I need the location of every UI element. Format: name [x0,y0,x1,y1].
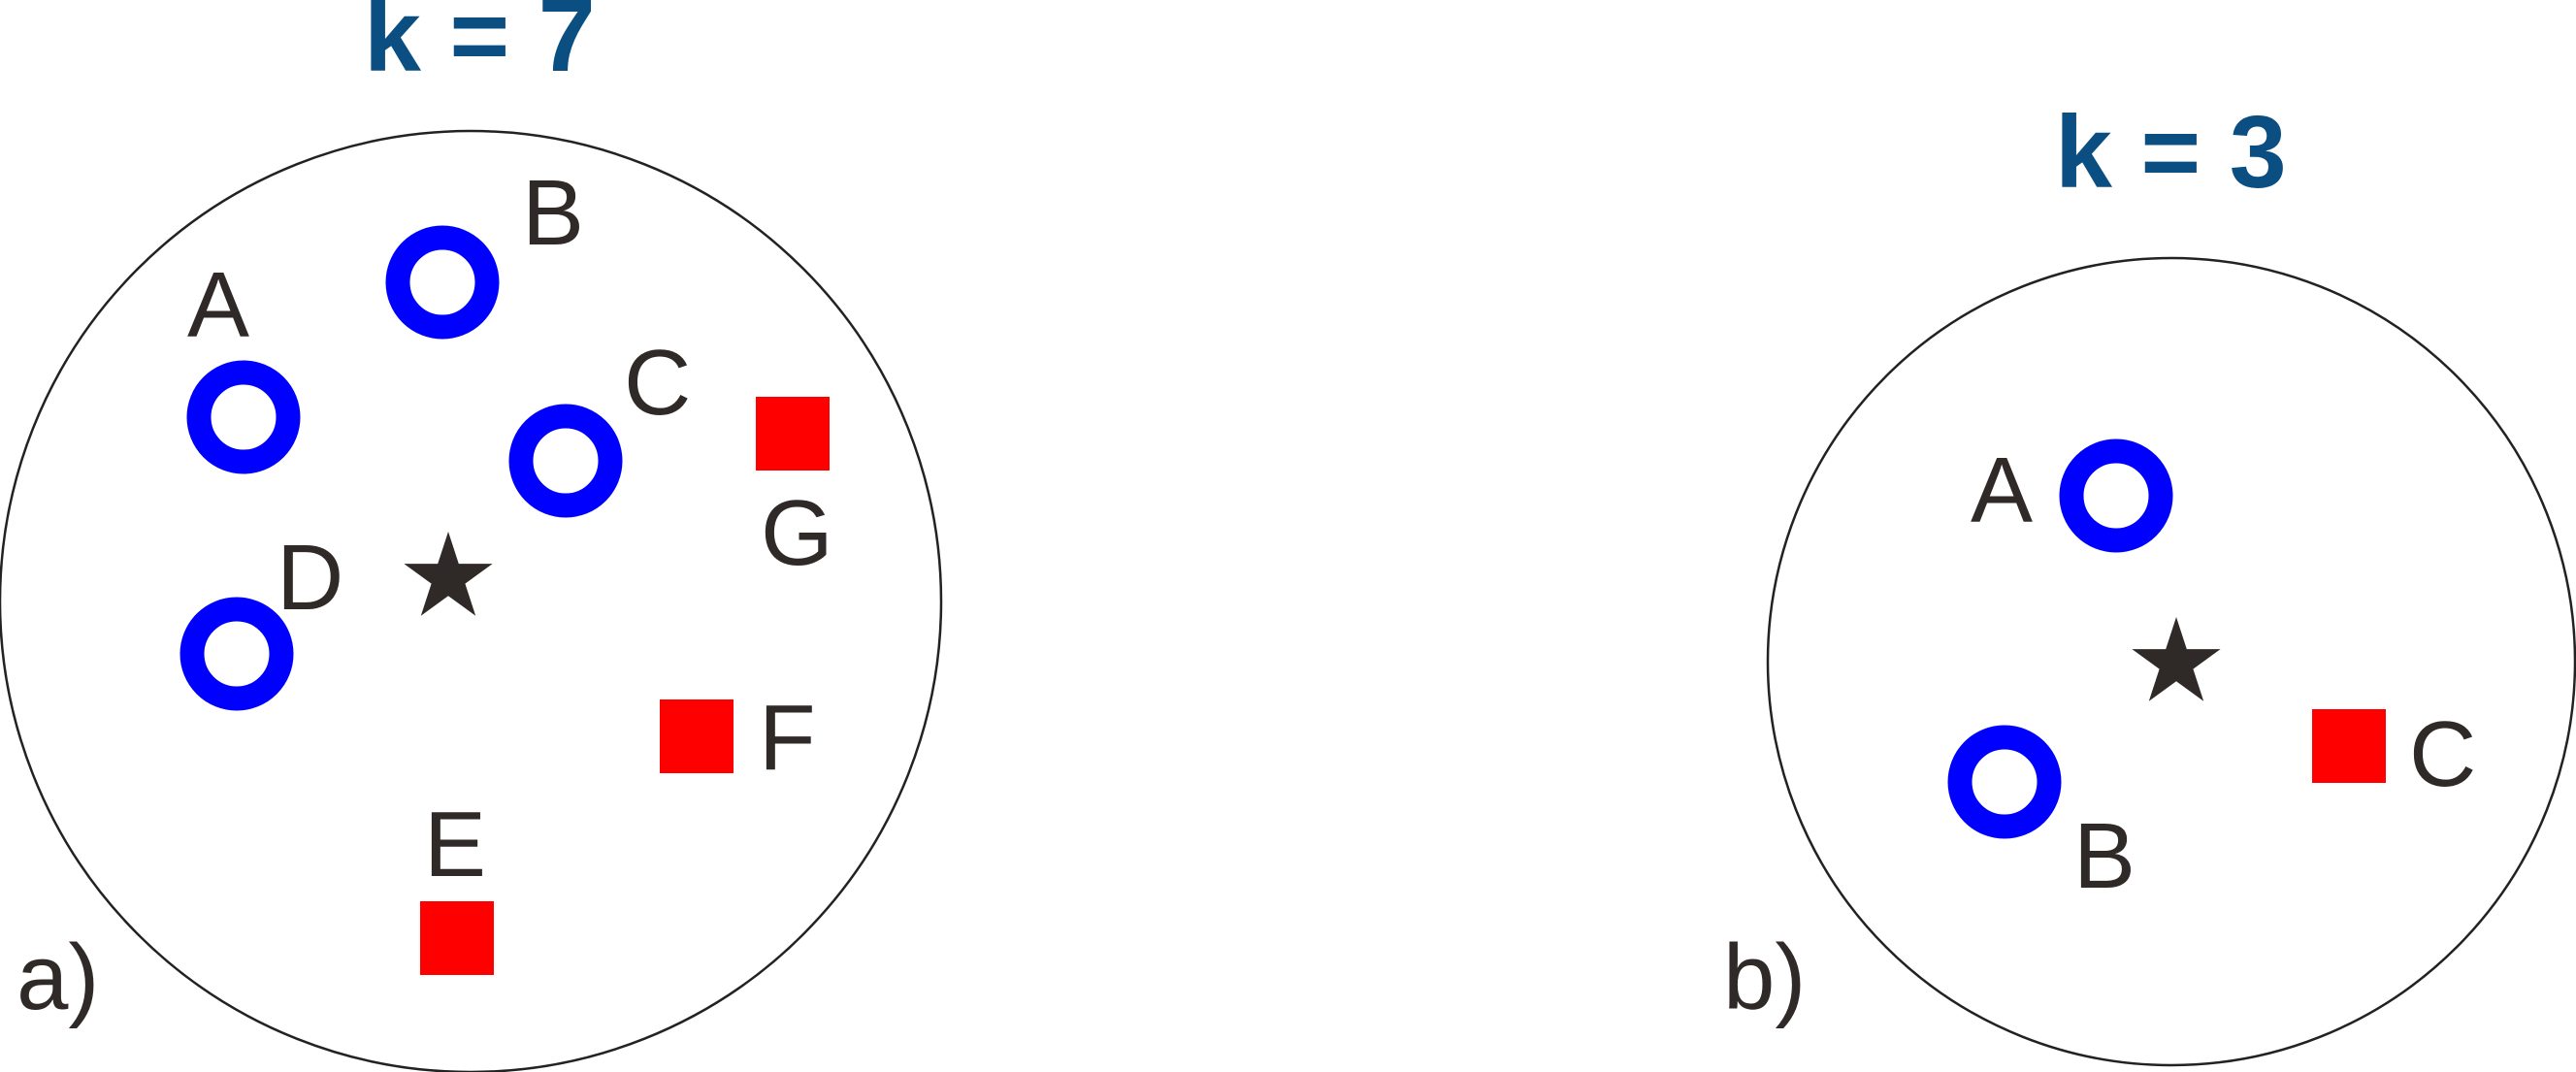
point-b-blue-ring [385,225,500,340]
point-c-label: C [2409,702,2476,806]
panel-a-neighborhood-circle [0,129,943,1072]
point-c-red-square [2312,709,2386,783]
star-icon [404,532,493,616]
point-g-red-square [756,397,830,471]
point-e-red-square [420,901,494,975]
panel-a-title: k = 7 [364,0,596,93]
point-b-label: B [522,161,584,265]
panel-b-label: b) [1723,926,1806,1029]
star-icon [2132,617,2221,701]
point-a-blue-ring [186,360,301,474]
point-d-blue-ring [179,597,294,711]
panel-b-neighborhood-circle [1766,256,2576,1067]
point-a-label: A [187,253,249,357]
point-a-label: A [1971,439,2033,542]
point-c-blue-ring [508,404,623,518]
panel-a-label: a) [16,926,99,1029]
point-e-label: E [424,793,486,896]
panel-a: k = 7 A B C D E F G a) [0,0,943,1072]
point-f-red-square [660,699,734,773]
point-c-label: C [624,331,691,435]
point-d-label: D [277,526,343,630]
point-g-label: G [761,481,833,585]
point-a-blue-ring [2059,439,2173,553]
point-b-blue-ring [1947,725,2062,839]
panel-b-title: k = 3 [2055,95,2287,210]
point-b-label: B [2073,804,2136,908]
point-f-label: F [759,686,816,790]
panel-b: k = 3 A B C b) [1723,95,2576,1067]
